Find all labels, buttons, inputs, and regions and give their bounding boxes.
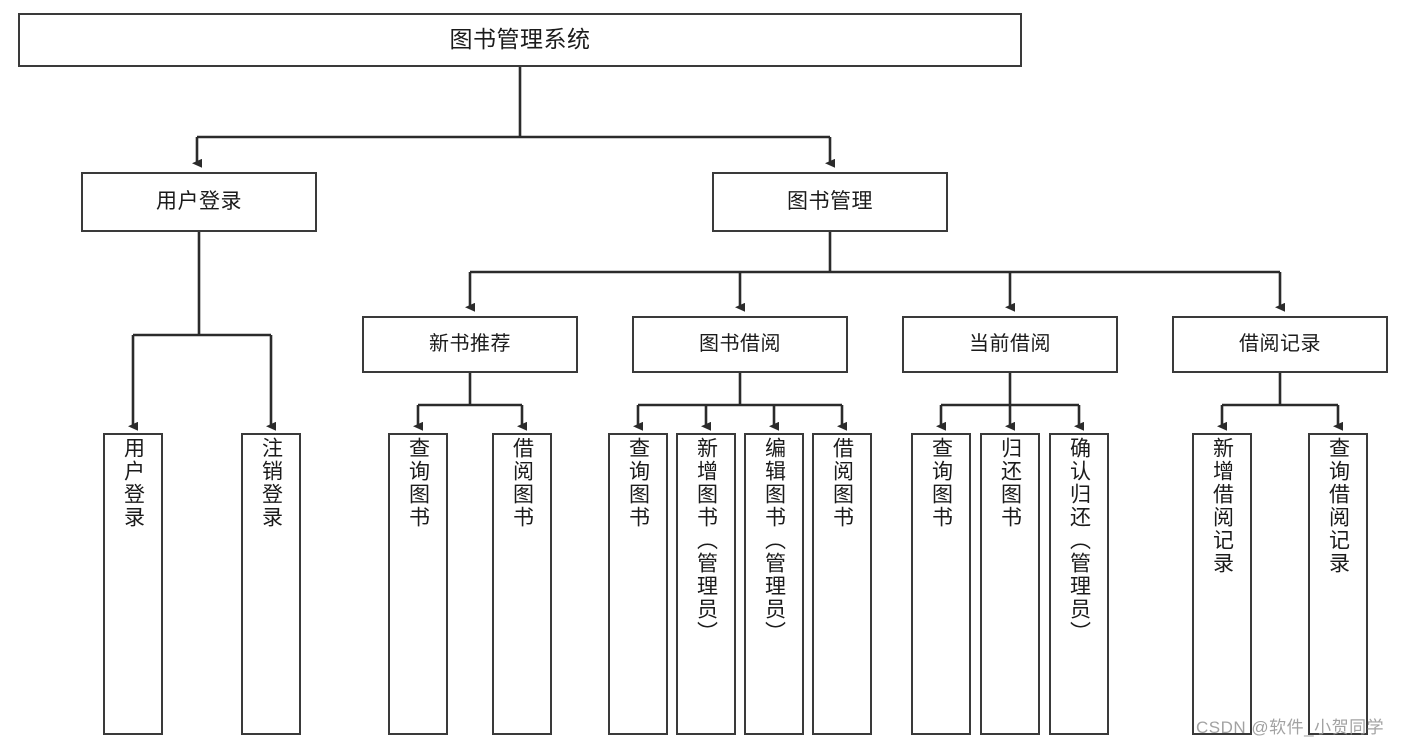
node-book-borrow[interactable]: 图书借阅 xyxy=(632,316,848,373)
node-label: 图书管理 xyxy=(787,189,873,213)
node-label: 借阅图书 xyxy=(830,437,854,529)
node-label: 当前借阅 xyxy=(969,332,1051,355)
node-label: 用户登录 xyxy=(121,437,145,529)
node-label: 查询图书 xyxy=(929,437,953,529)
node-label: 借阅记录 xyxy=(1239,332,1321,355)
node-label: 新增图书（管理员） xyxy=(694,437,718,644)
node-leaf-new-book-query[interactable]: 查询图书 xyxy=(388,433,448,735)
node-label: 归还图书 xyxy=(998,437,1022,529)
node-user-login[interactable]: 用户登录 xyxy=(81,172,317,232)
node-leaf-user-login-signout[interactable]: 注销登录 xyxy=(241,433,301,735)
node-root-book-management-system[interactable]: 图书管理系统 xyxy=(18,13,1022,67)
node-leaf-borrow-record-add[interactable]: 新增借阅记录 xyxy=(1192,433,1252,735)
node-leaf-borrow-record-query[interactable]: 查询借阅记录 xyxy=(1308,433,1368,735)
node-leaf-current-borrow-query[interactable]: 查询图书 xyxy=(911,433,971,735)
node-label: 编辑图书（管理员） xyxy=(762,437,786,644)
node-label: 用户登录 xyxy=(156,189,242,213)
node-leaf-book-borrow-edit[interactable]: 编辑图书（管理员） xyxy=(744,433,804,735)
node-leaf-current-borrow-return[interactable]: 归还图书 xyxy=(980,433,1040,735)
node-label: 注销登录 xyxy=(259,437,283,529)
node-leaf-book-borrow-borrow[interactable]: 借阅图书 xyxy=(812,433,872,735)
node-leaf-current-borrow-confirm-return[interactable]: 确认归还（管理员） xyxy=(1049,433,1109,735)
node-leaf-book-borrow-query[interactable]: 查询图书 xyxy=(608,433,668,735)
node-leaf-user-login-signin[interactable]: 用户登录 xyxy=(103,433,163,735)
node-label: 查询借阅记录 xyxy=(1326,437,1350,575)
node-label: 图书管理系统 xyxy=(449,26,591,53)
node-label: 图书借阅 xyxy=(699,332,781,355)
node-borrow-record[interactable]: 借阅记录 xyxy=(1172,316,1388,373)
node-current-borrow[interactable]: 当前借阅 xyxy=(902,316,1118,373)
node-book-management[interactable]: 图书管理 xyxy=(712,172,948,232)
node-leaf-book-borrow-add[interactable]: 新增图书（管理员） xyxy=(676,433,736,735)
csdn-watermark: CSDN @软件_小贺同学 xyxy=(1196,718,1385,737)
node-label: 查询图书 xyxy=(626,437,650,529)
node-leaf-new-book-borrow[interactable]: 借阅图书 xyxy=(492,433,552,735)
node-label: 借阅图书 xyxy=(510,437,534,529)
node-label: 查询图书 xyxy=(406,437,430,529)
node-label: 确认归还（管理员） xyxy=(1067,437,1091,644)
node-label: 新书推荐 xyxy=(429,332,511,355)
node-label: 新增借阅记录 xyxy=(1210,437,1234,575)
node-new-book-recommend[interactable]: 新书推荐 xyxy=(362,316,578,373)
